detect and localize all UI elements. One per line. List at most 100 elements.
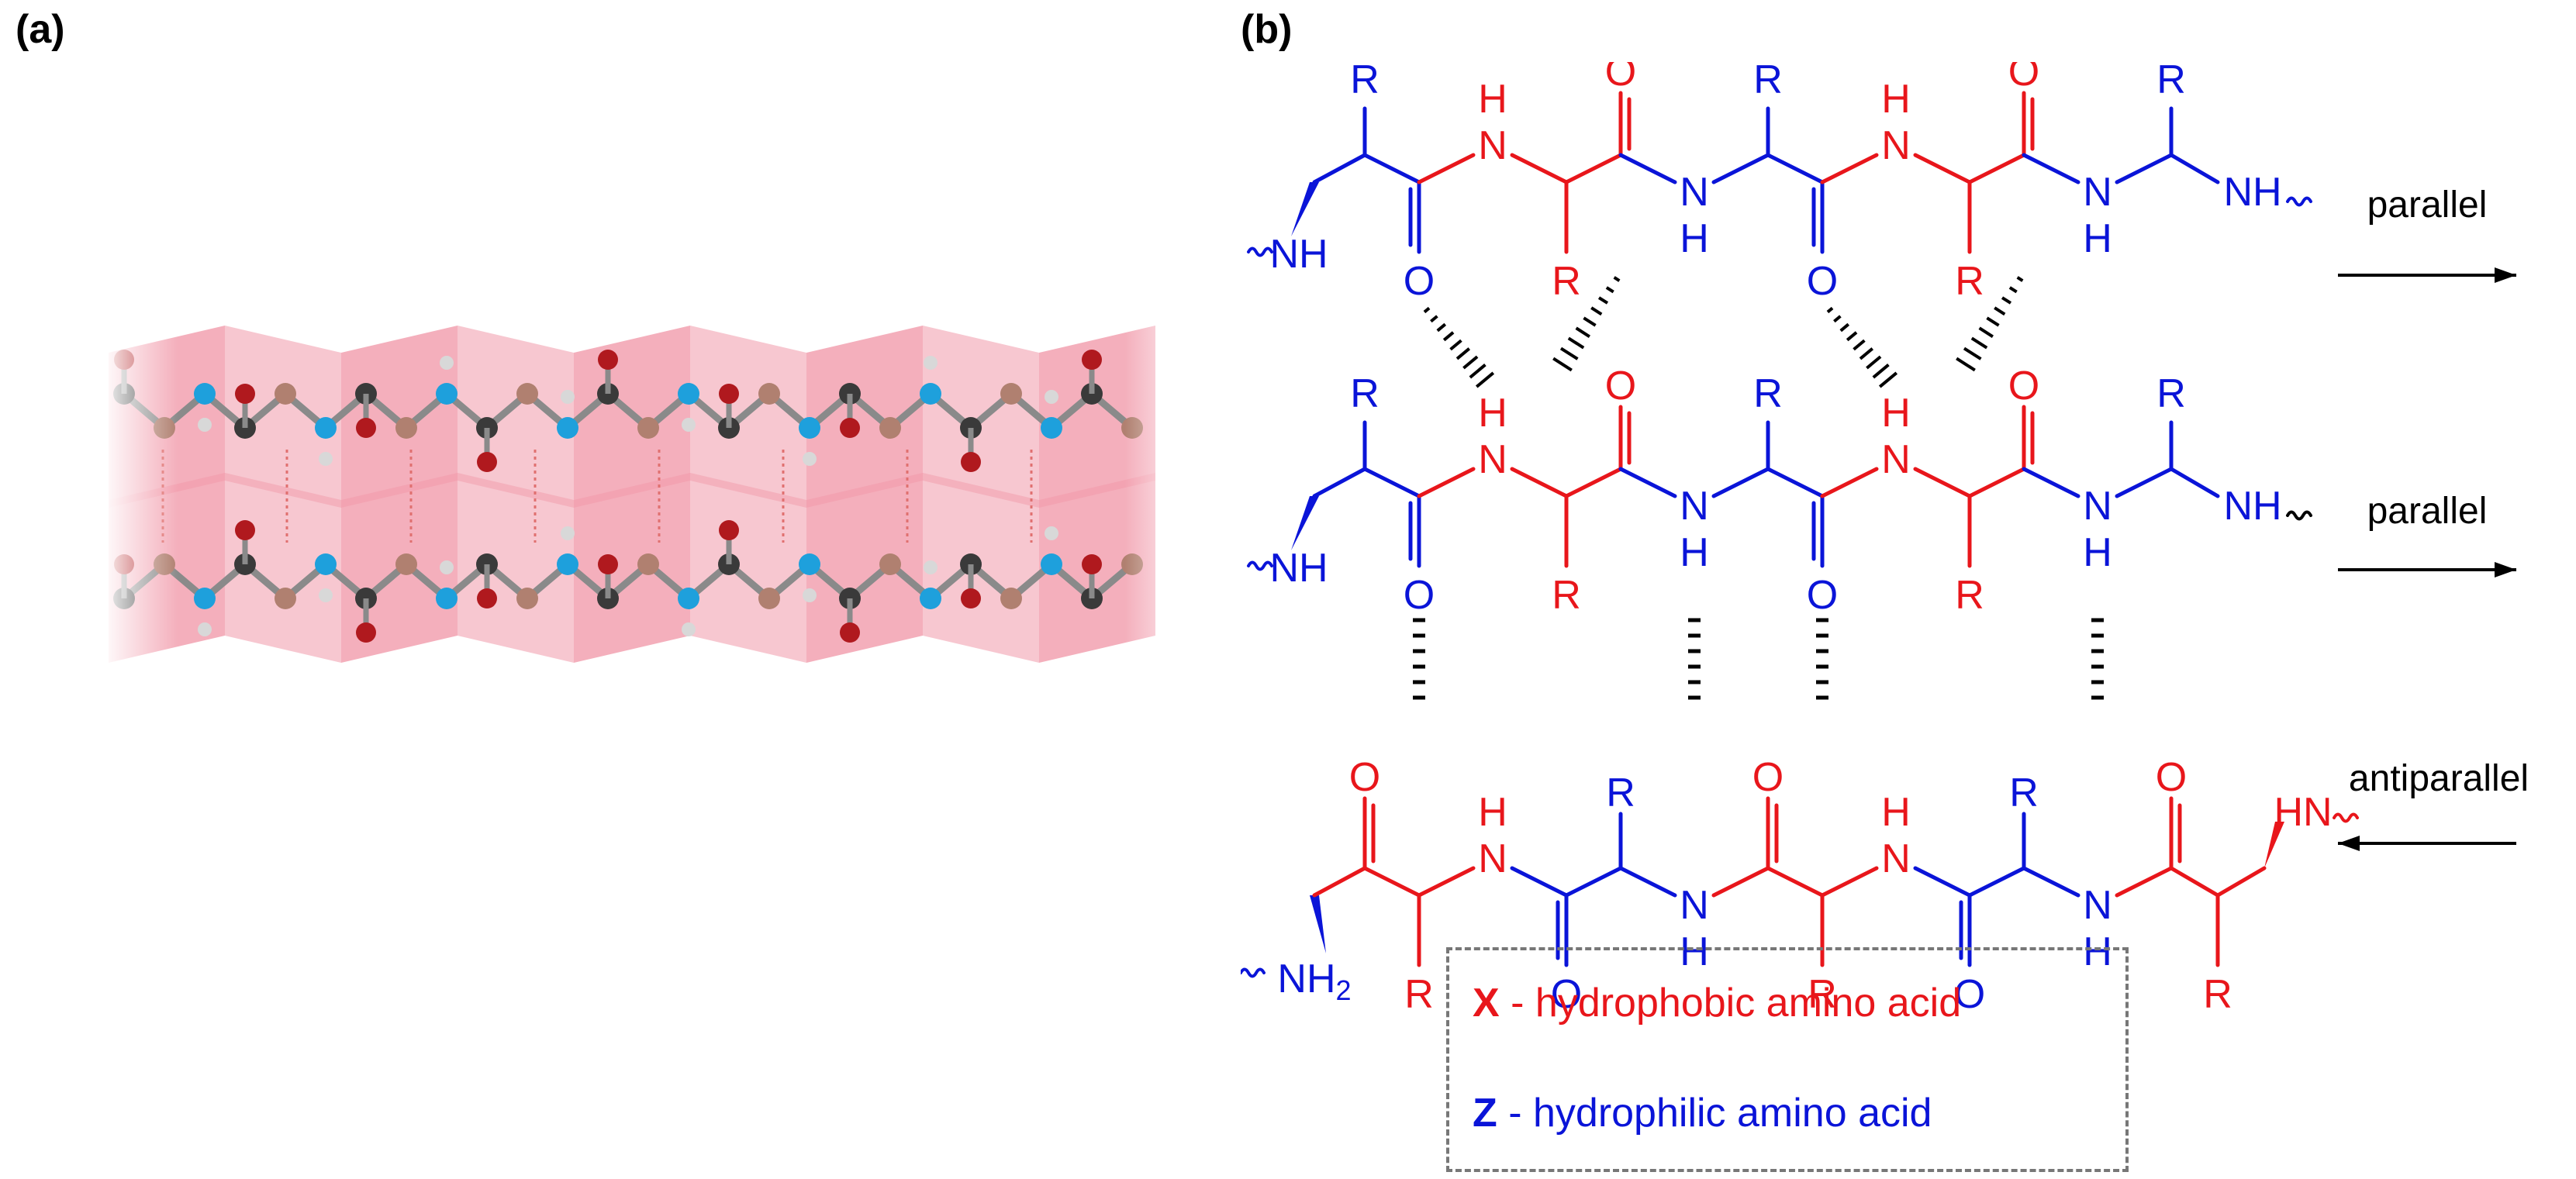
carbonyl-o: O	[1404, 259, 1435, 304]
direction-arrow-head	[2338, 836, 2360, 851]
hbond	[1839, 322, 1850, 333]
amide-h: H	[2083, 929, 2112, 974]
hbond	[1846, 331, 1858, 342]
carbonyl-o: O	[1752, 755, 1784, 800]
bond-line	[1913, 866, 1972, 898]
bond-line	[1362, 153, 1421, 184]
bond-line	[1766, 866, 1825, 898]
direction-label: parallel	[2367, 184, 2488, 226]
hbond	[1833, 315, 1842, 323]
subscript: 2	[1336, 974, 1352, 1006]
legend-hydrophobic: X - hydrophobic amino acid	[1473, 980, 1961, 1026]
amide-h: H	[2083, 216, 2112, 261]
bond-line	[1967, 467, 2026, 498]
side-chain-r: R	[1350, 371, 1380, 416]
carbonyl-o: O	[1605, 62, 1636, 95]
n-terminus: NH2	[1277, 957, 1351, 1006]
hbond	[2016, 276, 2024, 282]
bond-line	[1967, 866, 2026, 898]
bond-line	[1417, 153, 1476, 184]
hbond	[1986, 316, 2000, 327]
direction-arrow-head	[2495, 562, 2516, 577]
amide-n: N	[2083, 484, 2112, 529]
side-chain-r: R	[1955, 259, 1984, 304]
hbond	[1583, 316, 1597, 327]
hbond	[1423, 306, 1431, 314]
hbond	[1567, 336, 1585, 350]
side-chain-r: R	[1404, 972, 1434, 1015]
hbond	[1956, 357, 1976, 372]
hbond	[1462, 355, 1479, 370]
bond-line	[2022, 467, 2080, 498]
direction-arrow-head	[2495, 267, 2516, 283]
hbond	[1826, 306, 1834, 314]
bond-line	[1362, 866, 1421, 898]
bond-line	[1564, 467, 1623, 498]
panel-label-b: (b)	[1241, 7, 1293, 52]
bond-line	[1564, 866, 1623, 898]
hydrogen-bond-group	[1413, 276, 2104, 700]
amide-h: H	[1478, 391, 1507, 436]
hbond	[1469, 364, 1487, 379]
amide-n: N	[1680, 484, 1709, 529]
amide-h: H	[1680, 530, 1709, 575]
amide-n: N	[1680, 170, 1709, 215]
side-chain-r: R	[1350, 62, 1380, 102]
hbond	[1878, 371, 1898, 388]
side-chain-r: R	[1955, 573, 1984, 618]
bond-line	[1510, 467, 1569, 498]
hbond	[1455, 347, 1471, 360]
amide-h: H	[1680, 216, 1709, 261]
hbond	[1613, 276, 1621, 282]
carbonyl-o: O	[1954, 972, 1985, 1015]
hbond	[1859, 347, 1874, 360]
legend-x-text: - hydrophobic amino acid	[1499, 981, 1962, 1026]
n-terminus: NH	[1269, 232, 1328, 277]
bond-line	[1913, 153, 1972, 184]
side-chain-r: R	[1606, 770, 1635, 815]
bond-line	[2022, 153, 2080, 184]
bond-line	[1417, 866, 1476, 898]
bond-line	[2169, 153, 2220, 184]
amide-n: N	[1881, 836, 1911, 881]
bond-line	[2022, 866, 2080, 898]
amide-n: N	[1881, 437, 1911, 482]
bond-line	[1820, 467, 1879, 498]
amide-h: H	[2083, 530, 2112, 575]
legend-x-symbol: X	[1473, 981, 1500, 1026]
bond-line	[1711, 467, 1770, 498]
bond-line	[1711, 866, 1770, 898]
wavy-bond	[1247, 560, 1273, 571]
side-chain-r: R	[1552, 259, 1581, 304]
bond-line	[1618, 153, 1677, 184]
hbond	[1866, 355, 1882, 370]
bond-line	[1820, 153, 1879, 184]
carbonyl-o: O	[1349, 755, 1380, 800]
hbond	[1978, 326, 1994, 338]
beta-sheet-3d-model	[101, 318, 1202, 721]
carbonyl-o: O	[1605, 364, 1636, 409]
wedge-bond	[1310, 895, 1326, 953]
bond-line	[1417, 467, 1476, 498]
bond-line	[2115, 153, 2174, 184]
amide-h: H	[1881, 391, 1911, 436]
amide-n: N	[2083, 170, 2112, 215]
hbond	[1872, 364, 1890, 379]
bond-line	[1362, 467, 1421, 498]
wedge-bond	[1291, 496, 1319, 550]
bond-line	[1766, 467, 1825, 498]
amide-n: N	[1478, 123, 1507, 168]
hbond	[1575, 326, 1590, 338]
bond-line	[2215, 866, 2267, 898]
wavy-bond	[2333, 812, 2359, 823]
hbond	[1449, 339, 1462, 351]
hbond	[1475, 371, 1495, 388]
wavy-bond	[1247, 246, 1273, 257]
amide-h: H	[1881, 790, 1911, 835]
bond-line	[2169, 467, 2220, 498]
direction-label: antiparallel	[2349, 758, 2529, 799]
legend-z-symbol: Z	[1473, 1091, 1497, 1136]
amide-n: N	[1478, 437, 1507, 482]
hbond	[1436, 322, 1447, 333]
